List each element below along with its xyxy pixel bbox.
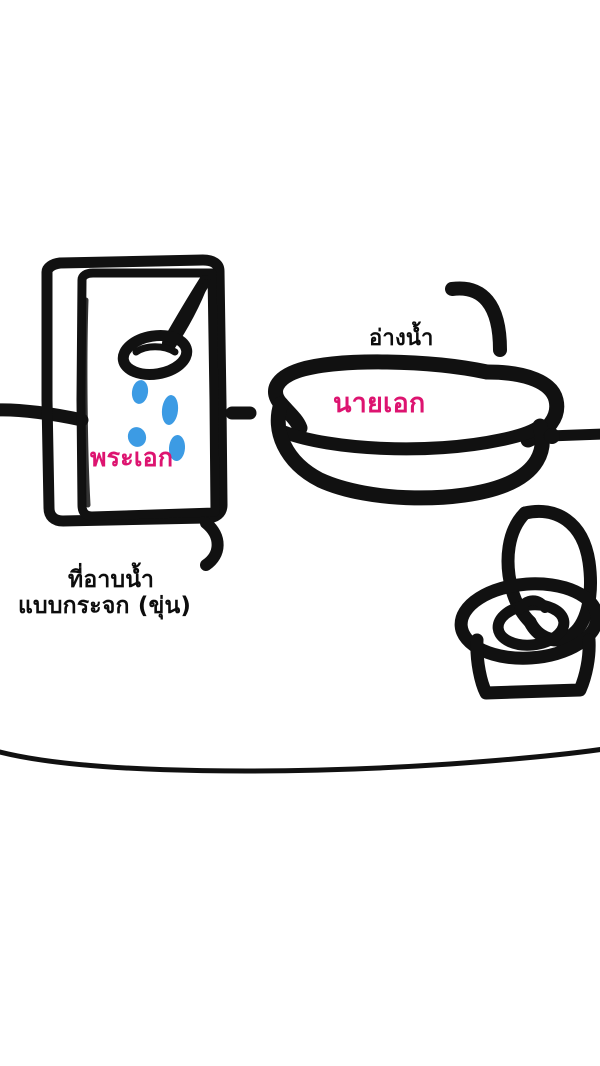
floor-line [0, 747, 600, 774]
water-droplets [127, 380, 186, 461]
bathtub-inner-rim [277, 419, 547, 456]
toilet-bowl-notch [514, 595, 550, 615]
hook-stroke-below-shower [200, 517, 224, 571]
toilet-seat [454, 577, 600, 665]
hook-stroke-top-right [445, 281, 507, 357]
shower-caption-line-2: แบบกระจก (ขุ่น) [18, 592, 192, 619]
shower-caption-block: ที่อาบน้ำ แบบกระจก (ขุ่น) [18, 567, 192, 620]
wall-line-right-node [544, 428, 560, 444]
bathtub-occupant-label: นายเอก [333, 388, 426, 419]
bathtub-caption-label: อ่างน้ำ [369, 326, 434, 351]
bathtub-body [270, 396, 550, 506]
shower-stall-outer [41, 254, 228, 527]
shower-glass-door [76, 268, 220, 521]
wall-line-left [0, 403, 89, 427]
shower-glass-door-edge [82, 297, 91, 508]
shower-occupant-label: พระเอก [90, 443, 174, 472]
bathtub-rim [268, 354, 495, 436]
shower-head-icon [117, 330, 193, 380]
shower-caption-line-1: ที่อาบน้ำ [68, 567, 155, 593]
toilet-base [470, 633, 596, 700]
shower-head-inner [132, 343, 179, 356]
